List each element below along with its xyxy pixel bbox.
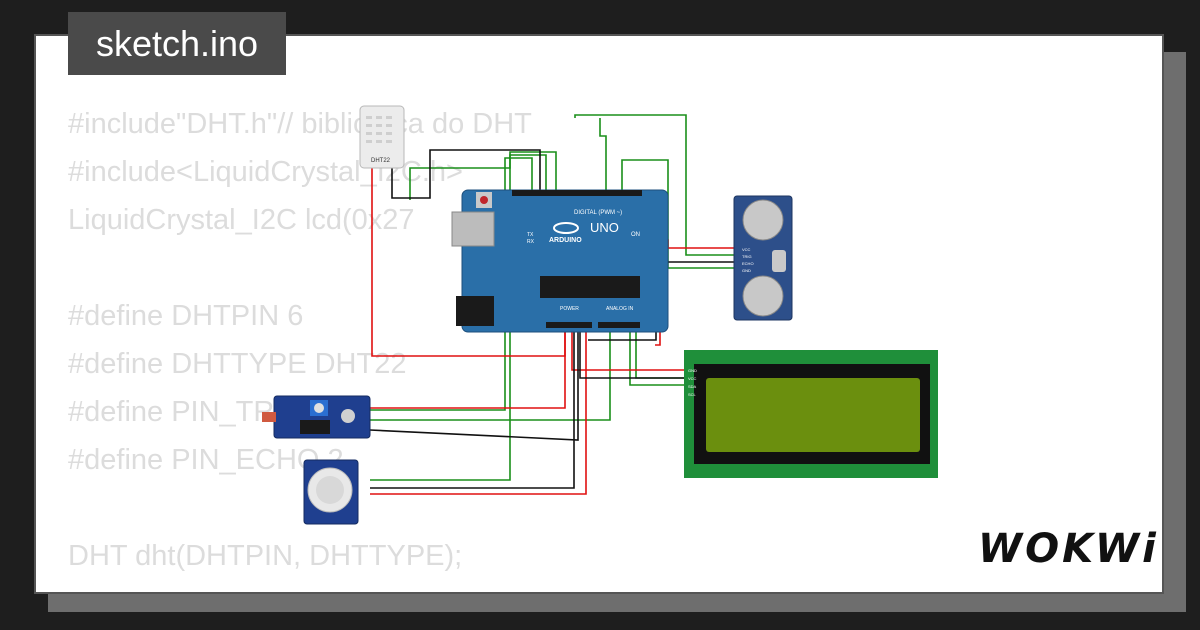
analog-header [598,322,640,328]
code-line: DHT dht(DHTPIN, DHTTYPE); [68,540,463,572]
uno-label: UNO [590,220,619,235]
digital-header [512,190,642,196]
arduino-logo-icon [553,222,579,234]
atmega-chip [540,276,640,298]
photoresistor-icon [262,412,276,422]
code-line: LiquidCrystal_I2C lcd(0x27 [68,204,415,236]
on-label: ON [631,232,640,238]
power-jack [456,296,494,326]
wires [369,114,734,495]
power-label: POWER [560,306,579,312]
digital-label: DIGITAL (PWM ~) [574,210,622,216]
analog-label: ANALOG IN [606,306,634,312]
pin-label: GND [688,368,697,373]
code-line: #define DHTTYPE DHT22 [68,348,407,380]
pin-label: VCC [688,376,697,381]
pir-sensor[interactable] [303,459,359,525]
dht-label: DHT22 [371,158,391,164]
dht22-sensor[interactable]: DHT22 [359,105,405,169]
reset-button[interactable] [480,196,488,204]
transducer-icon [742,199,784,241]
lcd-display[interactable]: GND VCC SDA SCL [684,350,938,478]
tx-label: TX [527,232,534,238]
file-title: sketch.ino [68,12,286,75]
arduino-label: ARDUINO [549,237,582,244]
pin-label: TRIG [742,254,752,259]
wokwi-logo: WOKWi [978,526,1159,572]
arduino-uno-board[interactable]: DIGITAL (PWM ~) UNO ARDUINO ON TX RX POW… [451,189,669,333]
transducer-icon [742,275,784,317]
code-line: #define PIN_ECHO 2 [68,444,344,476]
pin-label: VCC [742,247,751,252]
pin-label: SCL [688,392,697,397]
ultrasonic-sensor[interactable]: VCC TRIG ECHO GND [733,195,793,321]
pin-label: GND [742,268,751,273]
rx-label: RX [527,239,535,245]
sensor-module[interactable] [262,395,371,439]
code-line: #define DHTPIN 6 [68,300,304,332]
usb-port [451,211,495,247]
pin-label: ECHO [742,261,754,266]
pin-label: SDA [688,384,697,389]
power-header [546,322,592,328]
